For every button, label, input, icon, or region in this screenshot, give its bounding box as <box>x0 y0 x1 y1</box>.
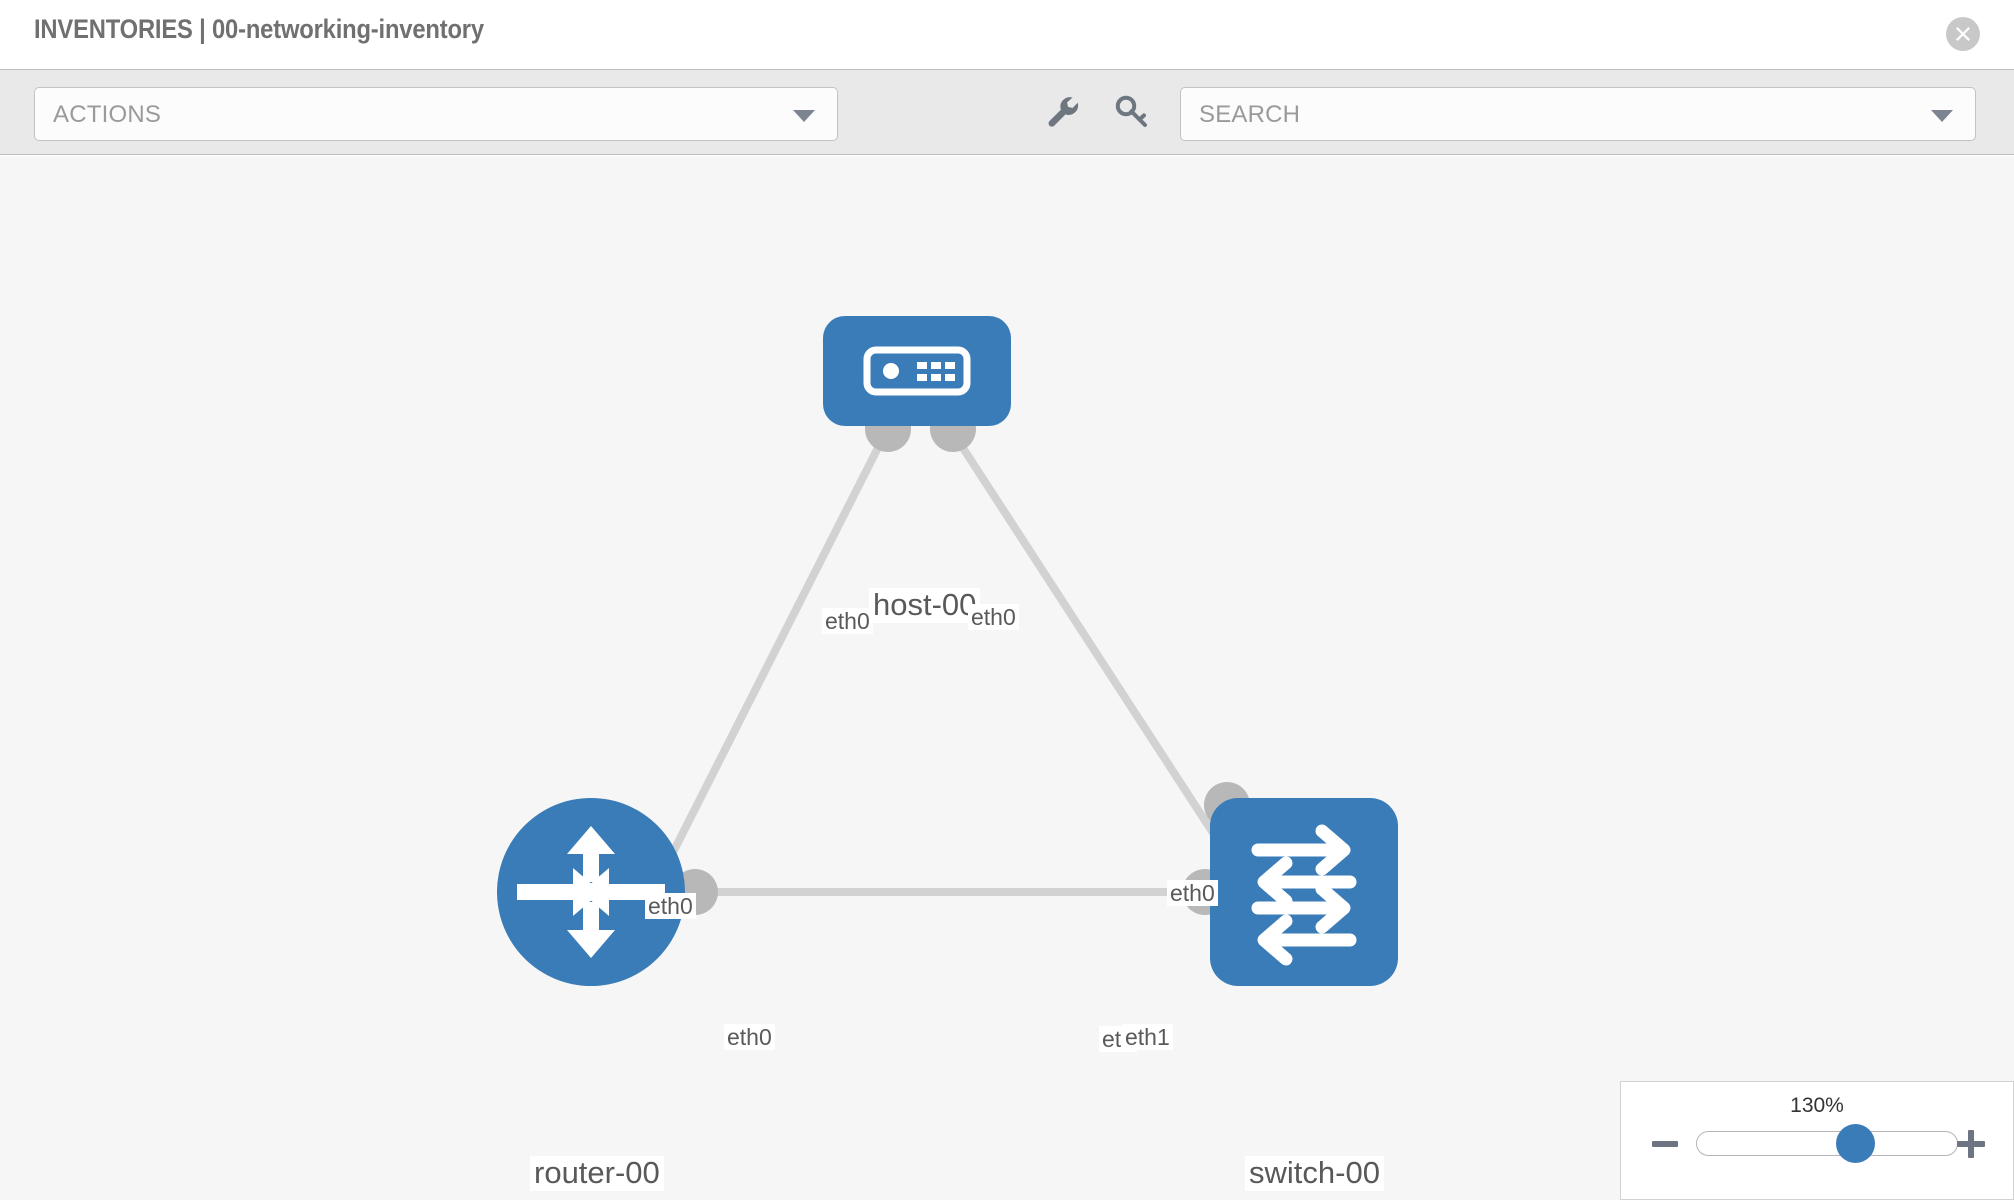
edge-host-router[interactable] <box>656 426 892 880</box>
zoom-slider-thumb[interactable] <box>1836 1124 1876 1163</box>
edge-host-switch[interactable] <box>946 425 1232 859</box>
server-icon <box>863 346 971 396</box>
key-glyph <box>1115 95 1147 127</box>
search-placeholder: SEARCH <box>1199 101 1301 128</box>
zoom-in-button[interactable] <box>1957 1130 1985 1158</box>
node-label-switch-00: switch-00 <box>1245 1156 1384 1191</box>
node-host-00[interactable] <box>823 316 1011 426</box>
wrench-glyph <box>1048 97 1079 127</box>
switch-arrows-icon <box>1251 824 1357 966</box>
zoom-level-value: 130% <box>1790 1094 1844 1117</box>
topology-links <box>656 425 1232 896</box>
chevron-down-icon <box>793 110 815 122</box>
chevron-down-icon[interactable] <box>1931 110 1953 122</box>
toolbar: ACTIONS SEARCH <box>0 69 2014 155</box>
edge-label-router-right-eth0: eth0 <box>724 1024 775 1051</box>
wrench-icon[interactable] <box>1043 92 1083 132</box>
node-label-host-00: host-00 <box>869 588 981 623</box>
page-title: INVENTORIES | 00-networking-inventory <box>34 14 484 44</box>
edge-label-switch-host-eth0: eth0 <box>1167 880 1218 907</box>
actions-dropdown[interactable]: ACTIONS <box>34 87 838 141</box>
edge-label-host-left-eth0: eth0 <box>822 608 873 635</box>
actions-dropdown-label: ACTIONS <box>53 101 162 128</box>
zoom-out-button[interactable] <box>1652 1141 1678 1147</box>
topology-canvas[interactable]: eth0 host-00 eth0 eth0 eth0 eth0 eth eth… <box>0 156 2014 1200</box>
zoom-slider-track[interactable] <box>1696 1131 1958 1156</box>
node-label-router-00: router-00 <box>530 1156 664 1191</box>
close-icon[interactable] <box>1946 17 1980 51</box>
node-router-00[interactable] <box>497 798 685 986</box>
edge-label-router-host-eth0: eth0 <box>645 893 696 920</box>
close-x-glyph <box>1956 27 1970 41</box>
edge-label-switch-left-eth1: eth1 <box>1122 1024 1173 1051</box>
router-arrows-icon <box>517 826 665 958</box>
node-switch-00[interactable] <box>1210 798 1398 986</box>
edge-label-host-right-eth0: eth0 <box>968 604 1019 631</box>
search-input[interactable]: SEARCH <box>1180 87 1976 141</box>
key-icon[interactable] <box>1112 92 1152 132</box>
zoom-control-panel: 130% <box>1620 1081 2014 1200</box>
page-header: INVENTORIES | 00-networking-inventory <box>0 0 2014 69</box>
